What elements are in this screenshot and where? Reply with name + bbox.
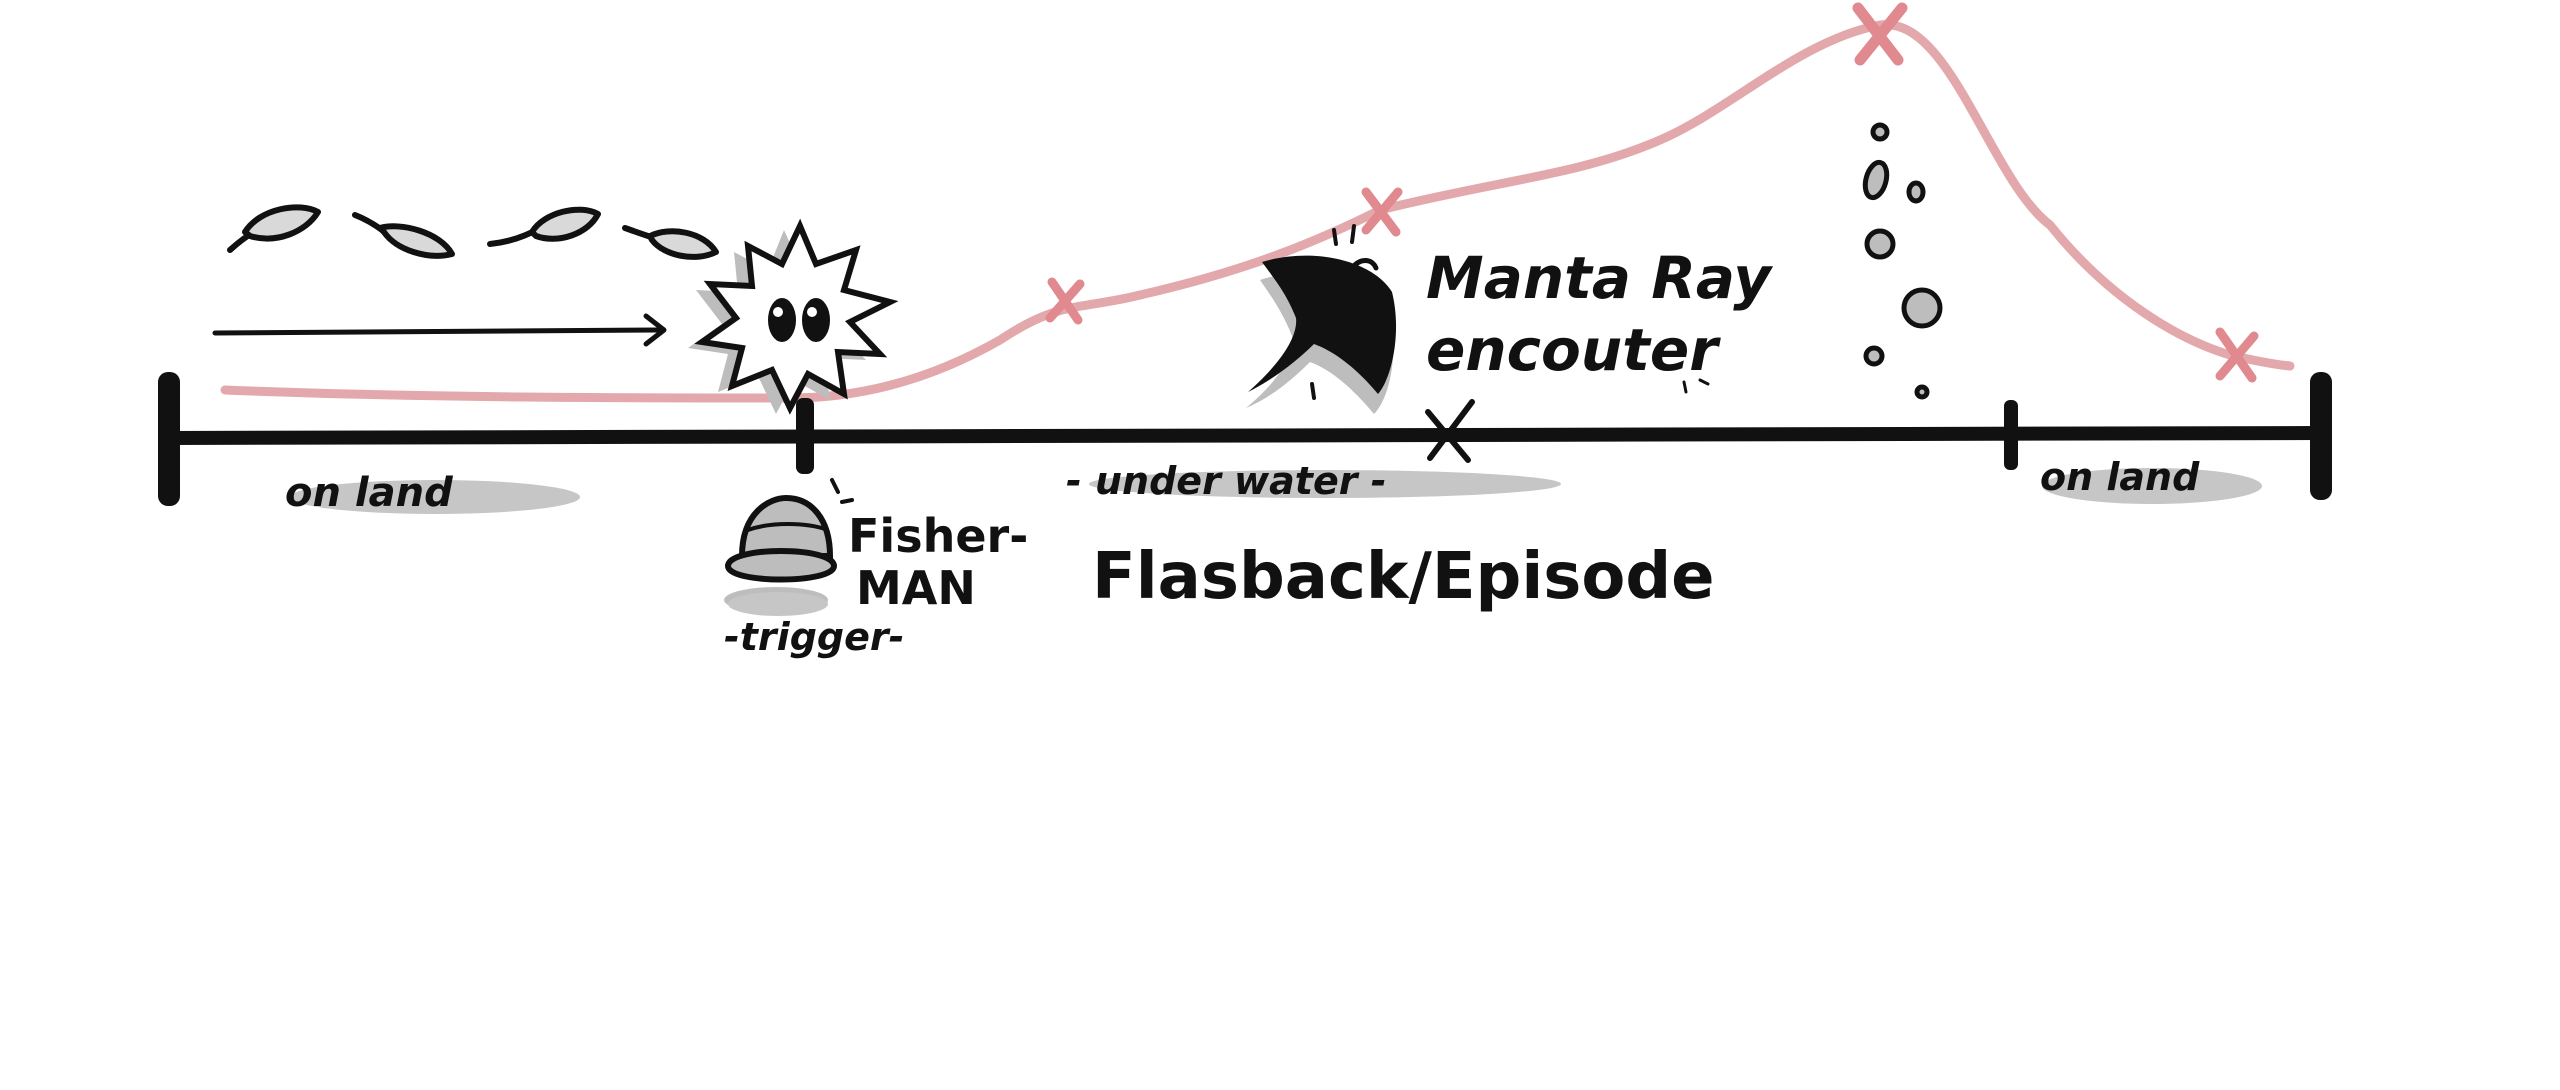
- label-manta-line2: encouter: [1426, 316, 1721, 384]
- tension-curve: [220, 20, 2295, 403]
- leaves-group: [227, 204, 719, 260]
- leaf-icon: [227, 204, 321, 253]
- label-flashback: Flasback/Episode: [1092, 540, 1715, 614]
- timeline-axis: [161, 426, 2332, 445]
- label-manta-line1: Manta Ray: [1426, 244, 1773, 312]
- label-trigger: -trigger-: [724, 615, 904, 659]
- manta-ray-icon: [1246, 224, 1710, 414]
- cross-marker-icon: [1045, 277, 1085, 325]
- bubbles-icon: [1862, 122, 1943, 400]
- label-highlight: [2042, 468, 2262, 504]
- label-under-water: - under water -: [1066, 459, 1386, 503]
- sea-urchin-icon: [688, 218, 899, 415]
- label-fisherman-line1: Fisher-: [848, 509, 1028, 563]
- label-on-land-right: on land: [2040, 455, 2200, 499]
- label-highlight: [1089, 470, 1561, 498]
- label-highlight: [290, 480, 580, 514]
- arrow-right-icon: [212, 313, 667, 347]
- leaf-icon: [622, 225, 719, 260]
- axis-cross-marker-icon: [1425, 399, 1475, 463]
- leaf-icon: [352, 212, 455, 259]
- label-on-land-left: on land: [285, 470, 453, 516]
- timeline-tick-trigger: [796, 398, 814, 474]
- label-highlight: [728, 592, 828, 616]
- timeline-tick-return: [2004, 400, 2018, 470]
- leaf-icon: [487, 206, 601, 247]
- cross-marker-icon: [1361, 187, 1403, 237]
- label-fisherman-line2: MAN: [856, 561, 976, 615]
- timeline-end-cap: [2310, 372, 2332, 500]
- timeline-start-cap: [158, 372, 180, 506]
- cross-marker-icon: [2215, 327, 2259, 383]
- cross-marker-icon: [1852, 2, 1908, 66]
